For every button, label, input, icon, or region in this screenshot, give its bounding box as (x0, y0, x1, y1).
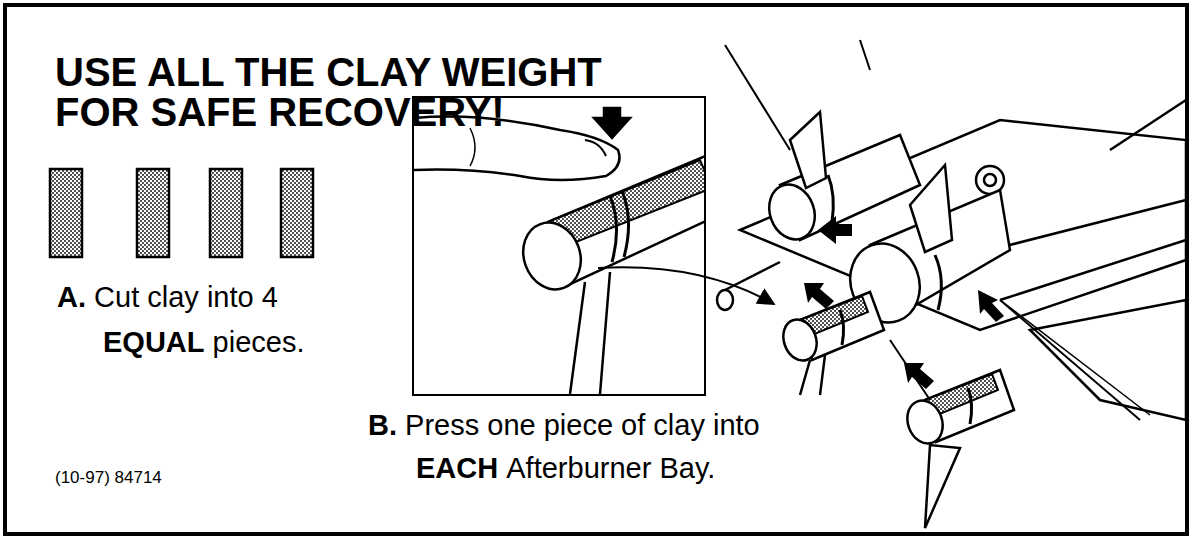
instruction-text: EACH (416, 452, 498, 484)
instruction-line: EACHAfterburner Bay. (416, 454, 715, 483)
instruction-text: Press one piece of clay into (405, 409, 760, 441)
title: USE ALL THE CLAY WEIGHT FOR SAFE RECOVER… (55, 52, 655, 132)
instruction-text: pieces. (213, 326, 305, 358)
instruction-line: EQUALpieces. (103, 328, 305, 357)
instruction-text: EQUAL (103, 326, 205, 358)
ship-illustration (717, 40, 1186, 528)
part-code: (10-97) 84714 (55, 468, 162, 487)
instruction-text: Afterburner Bay. (506, 452, 715, 484)
inset-detail (413, 97, 740, 395)
instruction-text: Cut clay into 4 (94, 281, 278, 313)
pointer-arrow (598, 267, 774, 304)
clay-pieces (50, 169, 313, 257)
instruction-line: A.Cut clay into 4 (57, 283, 278, 312)
instruction-line: B.Press one piece of clay into (368, 411, 760, 440)
frame (5, 5, 1187, 534)
instruction-text: B. (368, 409, 397, 441)
instruction-line: (10-97) 84714 (55, 469, 162, 486)
instruction-text: A. (57, 281, 86, 313)
